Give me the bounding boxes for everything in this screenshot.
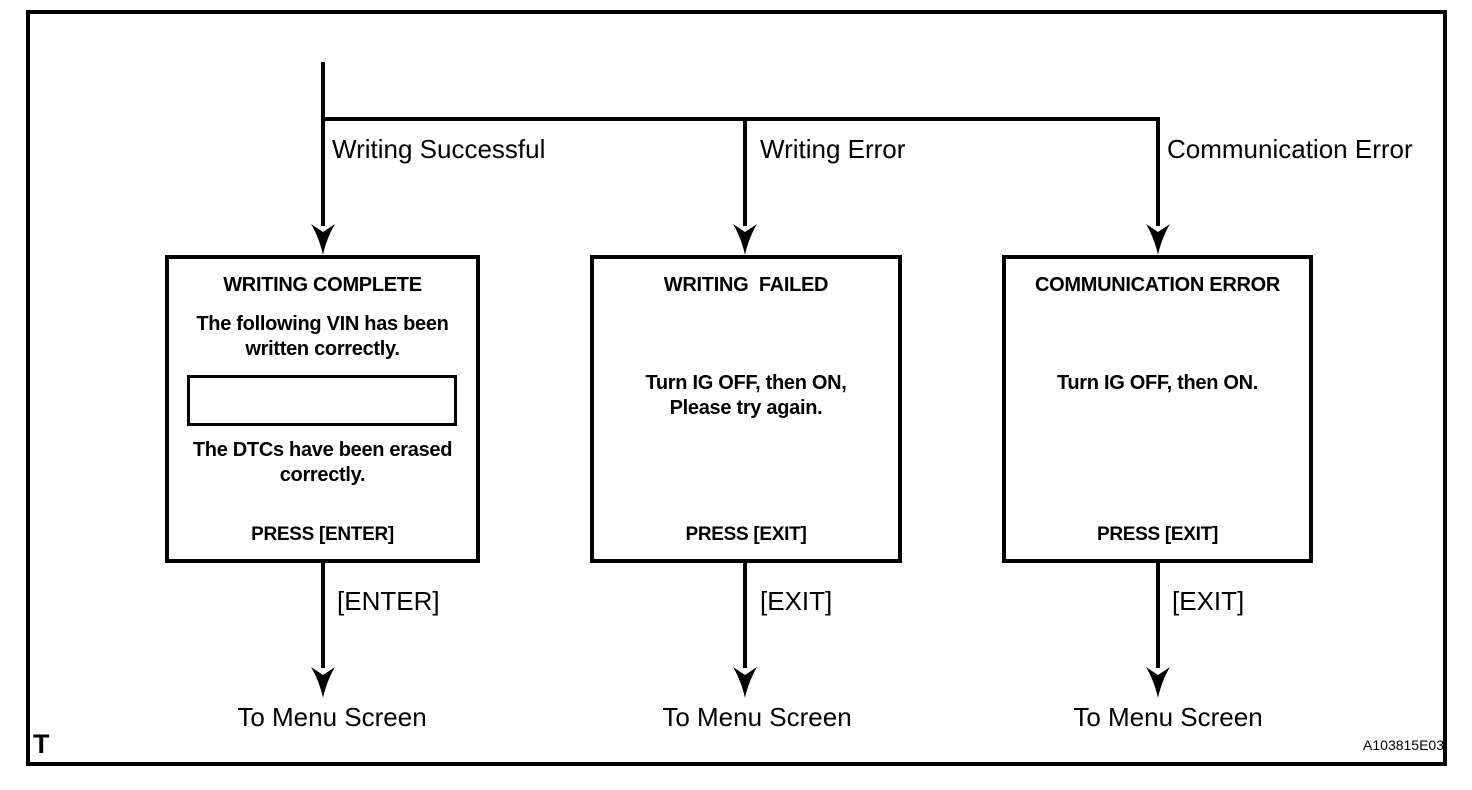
connector-stem-vertical — [321, 62, 325, 226]
figure-code: A103815E03 — [1363, 737, 1444, 753]
connector-branch2-vertical — [743, 117, 747, 226]
arrow-down-icon — [1146, 667, 1170, 698]
arrow-down-icon — [1146, 224, 1170, 255]
destination-label-menu-screen: To Menu Screen — [1073, 702, 1263, 732]
press-instruction: PRESS [EXIT] — [1097, 524, 1218, 545]
connector-exit3-vertical — [1156, 561, 1160, 668]
destination-label-menu-screen: To Menu Screen — [237, 702, 427, 732]
arrow-down-icon — [733, 667, 757, 698]
screen-body: Turn IG OFF, then ON. — [1056, 372, 1259, 394]
destination-label-menu-screen: To Menu Screen — [662, 702, 852, 732]
page-corner-label: T — [33, 729, 50, 759]
screen-box-communication-error: COMMUNICATION ERROR Turn IG OFF, then ON… — [1002, 255, 1313, 563]
branch-label-writing-successful: Writing Successful — [332, 134, 546, 164]
press-instruction: PRESS [ENTER] — [251, 524, 394, 545]
connector-branch-horizontal — [321, 117, 1160, 121]
connector-exit1-vertical — [321, 562, 325, 668]
key-label-exit: [EXIT] — [760, 586, 833, 616]
screen-body-bottom: The DTCs have been erased correctly. — [192, 439, 453, 486]
screen-body: Turn IG OFF, then ON, Please try again. — [645, 372, 847, 419]
screen-title: WRITING FAILED — [663, 274, 829, 296]
branch-label-communication-error: Communication Error — [1167, 134, 1413, 164]
screen-title: COMMUNICATION ERROR — [1034, 274, 1281, 296]
press-instruction: PRESS [EXIT] — [685, 524, 807, 545]
connector-exit2-vertical — [743, 561, 747, 668]
screen-title: WRITING COMPLETE — [223, 274, 422, 296]
screen-box-writing-complete: WRITING COMPLETE The following VIN has b… — [165, 255, 480, 563]
key-label-enter: [ENTER] — [337, 586, 440, 616]
branch-label-writing-error: Writing Error — [760, 134, 906, 164]
screen-box-writing-failed: WRITING FAILED Turn IG OFF, then ON, Ple… — [590, 255, 902, 563]
arrow-down-icon — [311, 224, 335, 255]
key-label-exit: [EXIT] — [1172, 586, 1245, 616]
arrow-down-icon — [311, 667, 335, 698]
vin-display-field — [187, 375, 457, 426]
connector-branch3-vertical — [1156, 117, 1160, 226]
screen-body-top: The following VIN has been written corre… — [196, 313, 449, 360]
arrow-down-icon — [733, 224, 757, 255]
